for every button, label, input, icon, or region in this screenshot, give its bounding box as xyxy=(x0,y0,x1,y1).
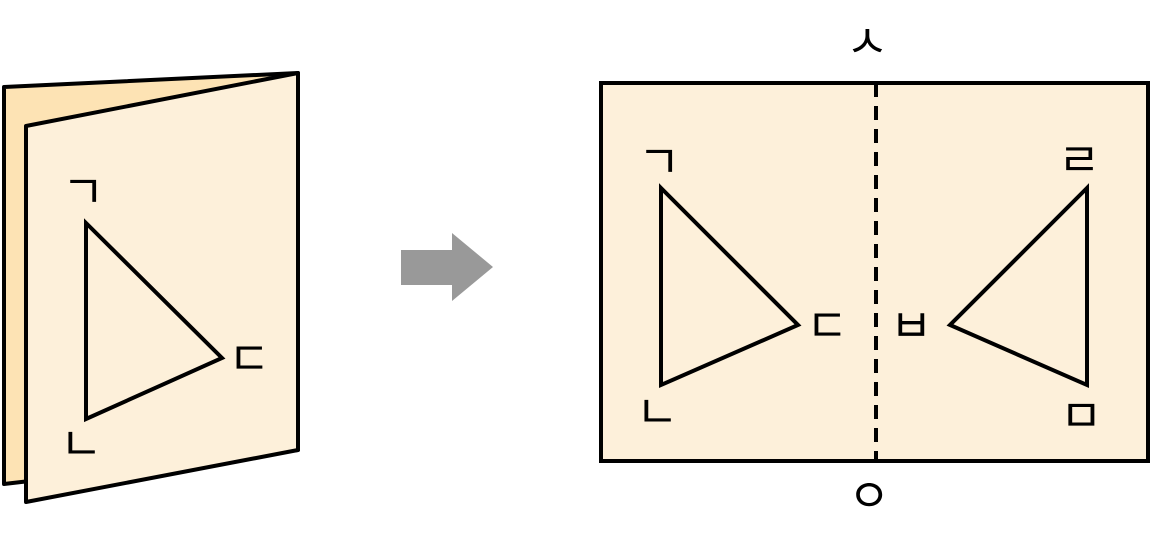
folded-label-bottom: ㄴ xyxy=(60,417,102,471)
right-triangle-label-apex: ㅂ xyxy=(890,299,932,353)
folded-label-top: ㄱ xyxy=(62,165,104,219)
left-triangle-label-apex: ㄷ xyxy=(806,299,848,353)
right-triangle-label-top: ㄹ xyxy=(1058,133,1100,187)
left-triangle-label-top: ㄱ xyxy=(638,135,680,189)
right-triangle-label-bottom: ㅁ xyxy=(1060,389,1102,443)
folded-paper-front-sheet xyxy=(24,71,300,504)
fold-label-bottom: ㅇ xyxy=(848,469,890,523)
right-triangle xyxy=(946,183,1089,389)
folded-triangle xyxy=(84,218,226,423)
right-arrow-icon xyxy=(401,233,493,301)
folded-label-right: ㄷ xyxy=(228,332,270,386)
left-triangle-label-bottom: ㄴ xyxy=(636,385,678,439)
folded-paper: ㄱ ㄴ ㄷ xyxy=(2,71,300,504)
unfolded-paper: ㅅ ㅇ ㄱ ㄴ ㄷ ㄹ ㅁ ㅂ xyxy=(599,15,1150,523)
left-triangle xyxy=(659,183,802,389)
fold-label-top: ㅅ xyxy=(846,15,888,69)
